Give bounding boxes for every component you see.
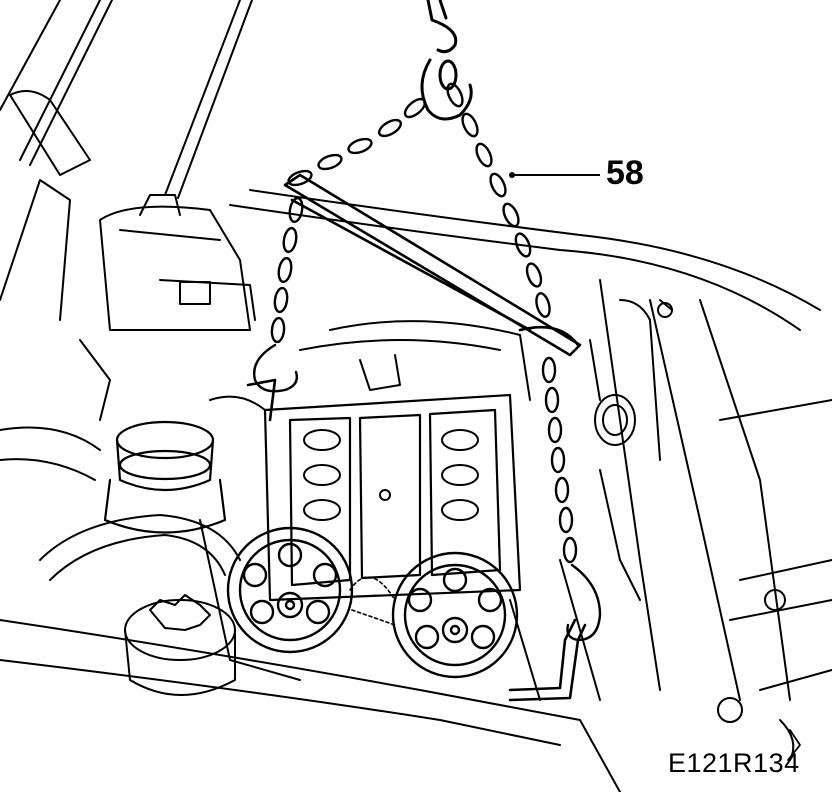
camshaft-sprocket-intake (226, 526, 354, 654)
lifting-chain-right (446, 82, 602, 642)
callout-number-58: 58 (606, 154, 644, 192)
callout-leader-dot (509, 172, 515, 178)
hoses-left (0, 339, 241, 581)
camshaft-sprocket-exhaust (391, 551, 519, 679)
figure-corner-mark (787, 729, 801, 761)
hood-prop-rods (0, 0, 253, 321)
engine-bay-body (0, 189, 832, 792)
cylinder-head (263, 393, 522, 602)
lifting-bar (283, 173, 582, 357)
figure-code: E121R134 (668, 748, 800, 778)
timing-chain (349, 576, 396, 626)
alternator-pulley (124, 594, 236, 696)
engine-block (199, 320, 541, 701)
expansion-tank (99, 194, 256, 331)
right-side-components (559, 299, 786, 723)
crane-hook (420, 0, 473, 121)
lifting-chain-left (253, 97, 427, 393)
camshaft-lobes (303, 429, 479, 521)
